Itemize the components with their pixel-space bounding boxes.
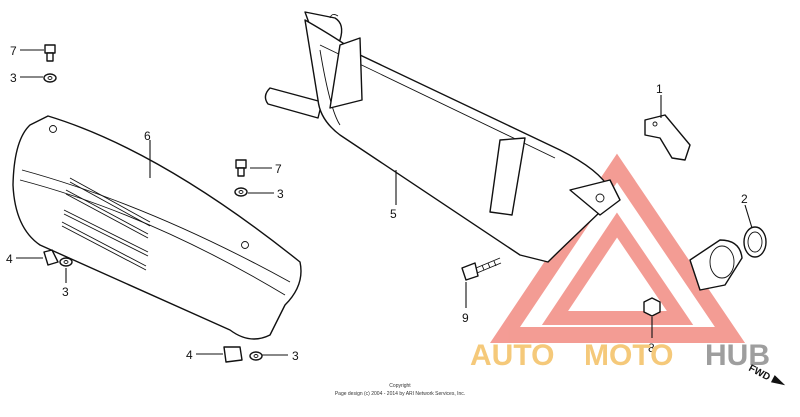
washer-part-3-mid xyxy=(234,187,248,197)
washer-part-3-bottom xyxy=(249,351,263,361)
watermark-moto: MOTO xyxy=(584,339,673,372)
leader-lines xyxy=(16,49,753,356)
arrow-icon xyxy=(770,375,786,386)
watermark-logo-text: AUTO MOTO HUB xyxy=(470,339,770,372)
heat-shield-part-6 xyxy=(12,115,302,340)
callout-3-mid: 3 xyxy=(277,187,284,201)
watermark-logo-triangle xyxy=(490,153,746,343)
muffler-part-5 xyxy=(264,11,621,263)
copyright-line-2: Page design (c) 2004 - 2014 by ARI Netwo… xyxy=(335,391,465,397)
bolt-part-7-top xyxy=(44,44,56,62)
watermark-hub: HUB xyxy=(705,339,770,372)
tail-clamp xyxy=(689,239,743,291)
callout-3-left: 3 xyxy=(62,285,69,299)
callout-2: 2 xyxy=(741,192,748,206)
nut-part-8 xyxy=(643,297,661,317)
bracket-part-1 xyxy=(644,114,691,161)
callout-8: 8 xyxy=(648,341,655,355)
washer-part-3-left xyxy=(59,257,73,267)
washer-part-3-top xyxy=(43,73,57,83)
bolt-part-7-mid xyxy=(235,159,247,177)
callout-5: 5 xyxy=(390,207,397,221)
clip-part-4-left xyxy=(43,249,59,266)
copyright-line-1: Copyright xyxy=(389,383,411,389)
callout-7-mid: 7 xyxy=(275,162,282,176)
callout-7-top: 7 xyxy=(10,44,17,58)
callout-1: 1 xyxy=(656,82,663,96)
callout-9: 9 xyxy=(462,311,469,325)
clip-part-4-bottom xyxy=(223,346,243,363)
callout-3-bottom: 3 xyxy=(292,349,299,363)
callout-4-left: 4 xyxy=(6,252,13,266)
gasket-part-2 xyxy=(743,226,767,258)
bolt-part-9 xyxy=(461,257,502,281)
callout-3-top: 3 xyxy=(10,71,17,85)
callout-6: 6 xyxy=(144,129,151,143)
watermark-auto: AUTO xyxy=(470,339,554,372)
callout-4-bottom: 4 xyxy=(186,348,193,362)
